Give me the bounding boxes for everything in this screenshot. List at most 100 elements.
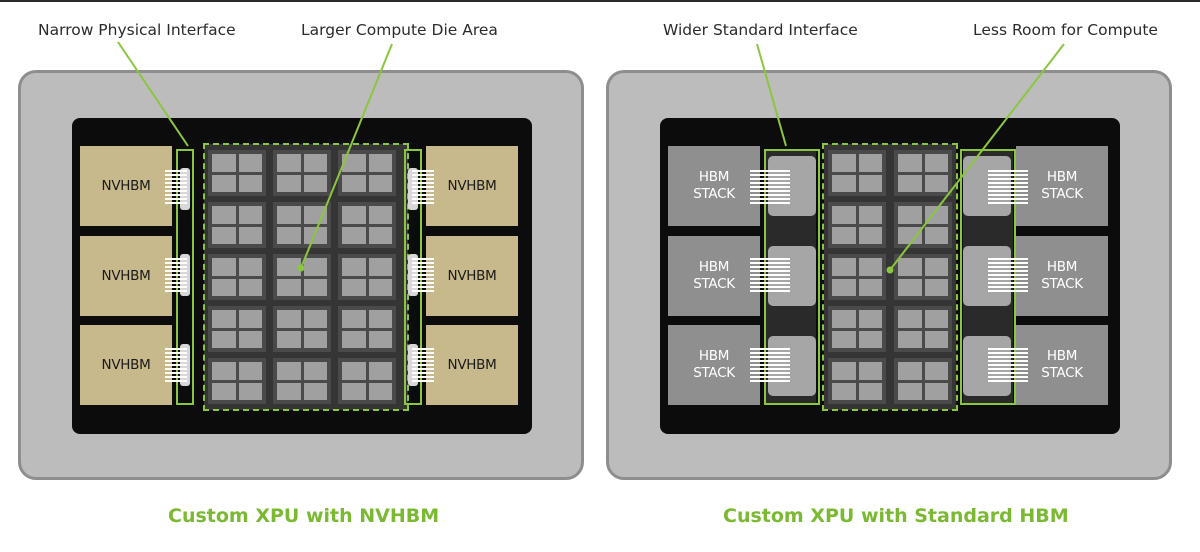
- core-cell: [277, 310, 301, 328]
- interface-wires: [412, 258, 434, 294]
- core-cell: [368, 310, 392, 328]
- core-cell: [277, 174, 301, 192]
- interface-wires: [988, 170, 1028, 206]
- core-cell: [303, 310, 327, 328]
- core-cell: [368, 226, 392, 244]
- caption-custom-xpu-standard-hbm: Custom XPU with Standard HBM: [723, 505, 1069, 527]
- core-cell: [303, 174, 327, 192]
- core-cell: [898, 310, 922, 328]
- core-cell: [924, 174, 948, 192]
- core-cell: [277, 206, 301, 224]
- core-cell: [342, 174, 366, 192]
- core-cell: [924, 154, 948, 172]
- core-cell: [238, 258, 262, 276]
- core-cell: [898, 226, 922, 244]
- core-cell: [858, 278, 882, 296]
- core-cell: [924, 382, 948, 400]
- core-cell: [368, 206, 392, 224]
- top-border-line: [0, 0, 1200, 2]
- core-cell: [858, 226, 882, 244]
- core-cell: [212, 310, 236, 328]
- core-cell: [342, 330, 366, 348]
- leader-dot-less-room: [886, 266, 894, 274]
- core-cell: [277, 258, 301, 276]
- nvhbm-stack: NVHBM: [426, 146, 518, 226]
- core-cell: [212, 174, 236, 192]
- core-cell: [238, 226, 262, 244]
- core-cell: [342, 362, 366, 380]
- core-cell: [898, 382, 922, 400]
- narrow-interface-region-left: [176, 149, 194, 405]
- core-cell: [858, 174, 882, 192]
- nvhbm-stack: NVHBM: [80, 146, 172, 226]
- core-cell: [303, 258, 327, 276]
- core-cell: [238, 278, 262, 296]
- core-cell: [212, 226, 236, 244]
- core-cell: [212, 382, 236, 400]
- core-cell: [832, 206, 856, 224]
- core-cell: [832, 310, 856, 328]
- core-cell: [212, 258, 236, 276]
- leader-line-wider-interface: [756, 43, 787, 147]
- nvhbm-stack: NVHBM: [80, 325, 172, 405]
- core-cell: [898, 330, 922, 348]
- phy-block: [408, 168, 418, 210]
- hbm-phy-block: [768, 246, 816, 306]
- core-cell: [277, 382, 301, 400]
- core-cell: [832, 154, 856, 172]
- callout-narrow-physical-interface: Narrow Physical Interface: [38, 21, 236, 39]
- core-cell: [342, 310, 366, 328]
- interface-wires: [165, 170, 187, 206]
- callout-less-room-for-compute: Less Room for Compute: [973, 21, 1158, 39]
- interface-wires: [165, 348, 187, 384]
- core-cell: [832, 258, 856, 276]
- core-cell: [277, 226, 301, 244]
- core-cell: [368, 174, 392, 192]
- core-cell: [238, 330, 262, 348]
- wide-interface-region-left: [764, 149, 820, 405]
- core-cell: [898, 258, 922, 276]
- core-cell: [303, 154, 327, 172]
- core-cell: [303, 362, 327, 380]
- callout-wider-standard-interface: Wider Standard Interface: [663, 21, 858, 39]
- interface-wires: [165, 258, 187, 294]
- core-cell: [924, 362, 948, 380]
- core-cell: [238, 154, 262, 172]
- reduced-compute-area-outline: [822, 143, 958, 411]
- hbm-phy-block: [768, 336, 816, 396]
- core-cell: [832, 174, 856, 192]
- leader-dot-larger-compute: [297, 264, 305, 272]
- core-cell: [832, 226, 856, 244]
- core-cell: [342, 258, 366, 276]
- hbm-phy-block: [963, 336, 1011, 396]
- core-cell: [238, 382, 262, 400]
- nvhbm-stack: NVHBM: [80, 236, 172, 316]
- core-cell: [342, 154, 366, 172]
- core-cell: [212, 362, 236, 380]
- core-cell: [277, 154, 301, 172]
- core-cell: [924, 226, 948, 244]
- core-cell: [832, 382, 856, 400]
- core-cell: [368, 382, 392, 400]
- core-cell: [858, 206, 882, 224]
- core-cell: [368, 278, 392, 296]
- interface-wires: [750, 170, 790, 206]
- core-cell: [898, 362, 922, 380]
- core-cell: [368, 154, 392, 172]
- nvhbm-stack: NVHBM: [426, 236, 518, 316]
- core-cell: [212, 206, 236, 224]
- leader-line-less-room: [889, 43, 1065, 271]
- core-cell: [277, 278, 301, 296]
- core-cell: [832, 330, 856, 348]
- core-cell: [368, 362, 392, 380]
- nvhbm-stack: NVHBM: [426, 325, 518, 405]
- phy-block: [180, 168, 190, 210]
- core-cell: [277, 362, 301, 380]
- core-cell: [898, 174, 922, 192]
